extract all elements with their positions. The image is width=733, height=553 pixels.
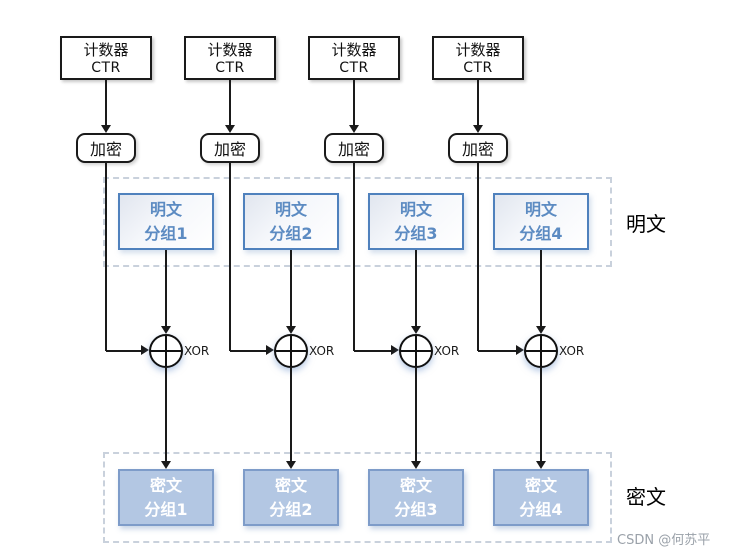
plaintext-block-1: 明文 分组1 (118, 193, 214, 250)
encrypt-label: 加密 (89, 140, 122, 159)
ciphertext-block-2: 密文 分组2 (243, 469, 339, 526)
arrowhead-right-icon (391, 345, 399, 355)
encrypt-box-4: 加密 (448, 133, 508, 163)
plaintext-to-xor-line (540, 250, 542, 326)
arrowhead-down-icon (286, 461, 296, 469)
plaintext-block-label-line1: 明文 (274, 199, 307, 219)
plaintext-to-xor-line (415, 250, 417, 326)
watermark-text: CSDN @何苏平 (617, 533, 711, 548)
arrowhead-down-icon (101, 125, 111, 133)
encrypt-box-3: 加密 (324, 133, 384, 163)
xor-label: XOR (559, 344, 585, 358)
arrowhead-right-icon (266, 345, 274, 355)
arrowhead-down-icon (536, 326, 546, 334)
counter-box-4: 计数器 CTR (432, 36, 524, 80)
ciphertext-block-label-line2: 分组1 (144, 499, 188, 519)
ciphertext-block-label-line2: 分组2 (269, 499, 313, 519)
encrypt-output-line (477, 163, 479, 351)
encrypt-to-xor-line (478, 350, 517, 352)
encrypt-output-line (353, 163, 355, 351)
plaintext-block-label-line2: 分组3 (394, 223, 438, 243)
xor-output-line (290, 368, 292, 461)
plaintext-block-label-line1: 明文 (524, 199, 557, 219)
xor-label: XOR (309, 344, 335, 358)
counter-to-encrypt-line (477, 80, 479, 125)
counter-name-label: 计数器 (83, 41, 129, 59)
ciphertext-block-1: 密文 分组1 (118, 469, 214, 526)
plaintext-block-label-line2: 分组1 (144, 223, 188, 243)
encrypt-to-xor-line (230, 350, 267, 352)
ciphertext-block-4: 密文 分组4 (493, 469, 589, 526)
ciphertext-block-label-line1: 密文 (399, 475, 432, 495)
counter-ctr-label: CTR (215, 60, 245, 76)
ciphertext-block-label-line1: 密文 (149, 475, 182, 495)
xor-node-icon (399, 334, 433, 368)
encrypt-box-1: 加密 (76, 133, 136, 163)
encrypt-label: 加密 (461, 140, 494, 159)
arrowhead-right-icon (141, 345, 149, 355)
encrypt-to-xor-line (106, 350, 142, 352)
encrypt-box-2: 加密 (200, 133, 260, 163)
encrypt-output-line (229, 163, 231, 351)
arrowhead-down-icon (349, 125, 359, 133)
ciphertext-block-3: 密文 分组3 (368, 469, 464, 526)
xor-node-icon (524, 334, 558, 368)
ciphertext-block-label-line2: 分组4 (519, 499, 563, 519)
plaintext-block-4: 明文 分组4 (493, 193, 589, 250)
encrypt-to-xor-line (354, 350, 392, 352)
arrowhead-down-icon (286, 326, 296, 334)
ciphertext-block-label-line1: 密文 (524, 475, 557, 495)
ciphertext-region (103, 452, 612, 543)
arrowhead-down-icon (536, 461, 546, 469)
arrowhead-down-icon (411, 326, 421, 334)
counter-box-1: 计数器 CTR (60, 36, 152, 80)
arrowhead-down-icon (473, 125, 483, 133)
counter-name-label: 计数器 (207, 41, 253, 59)
plaintext-block-2: 明文 分组2 (243, 193, 339, 250)
counter-ctr-label: CTR (91, 60, 121, 76)
counter-to-encrypt-line (229, 80, 231, 125)
arrowhead-down-icon (161, 461, 171, 469)
plaintext-region-label: 明文 (626, 212, 666, 236)
counter-name-label: 计数器 (331, 41, 377, 59)
plaintext-block-label-line1: 明文 (399, 199, 432, 219)
xor-output-line (540, 368, 542, 461)
plaintext-to-xor-line (290, 250, 292, 326)
counter-ctr-label: CTR (339, 60, 369, 76)
xor-label: XOR (184, 344, 210, 358)
plaintext-block-label-line2: 分组2 (269, 223, 313, 243)
encrypt-output-line (105, 163, 107, 351)
counter-ctr-label: CTR (463, 60, 493, 76)
ciphertext-block-label-line2: 分组3 (394, 499, 438, 519)
plaintext-block-3: 明文 分组3 (368, 193, 464, 250)
xor-label: XOR (434, 344, 460, 358)
ciphertext-region-label: 密文 (626, 485, 666, 509)
arrowhead-down-icon (225, 125, 235, 133)
xor-output-line (415, 368, 417, 461)
arrowhead-down-icon (411, 461, 421, 469)
plaintext-block-label-line2: 分组4 (519, 223, 563, 243)
counter-to-encrypt-line (105, 80, 107, 125)
arrowhead-down-icon (161, 326, 171, 334)
plaintext-block-label-line1: 明文 (149, 199, 182, 219)
xor-node-icon (149, 334, 183, 368)
arrowhead-right-icon (516, 345, 524, 355)
plaintext-to-xor-line (165, 250, 167, 326)
ciphertext-block-label-line1: 密文 (274, 475, 307, 495)
encrypt-label: 加密 (337, 140, 370, 159)
xor-node-icon (274, 334, 308, 368)
counter-name-label: 计数器 (455, 41, 501, 59)
counter-box-2: 计数器 CTR (184, 36, 276, 80)
encrypt-label: 加密 (213, 140, 246, 159)
counter-box-3: 计数器 CTR (308, 36, 400, 80)
xor-output-line (165, 368, 167, 461)
plaintext-region (103, 177, 612, 267)
counter-to-encrypt-line (353, 80, 355, 125)
